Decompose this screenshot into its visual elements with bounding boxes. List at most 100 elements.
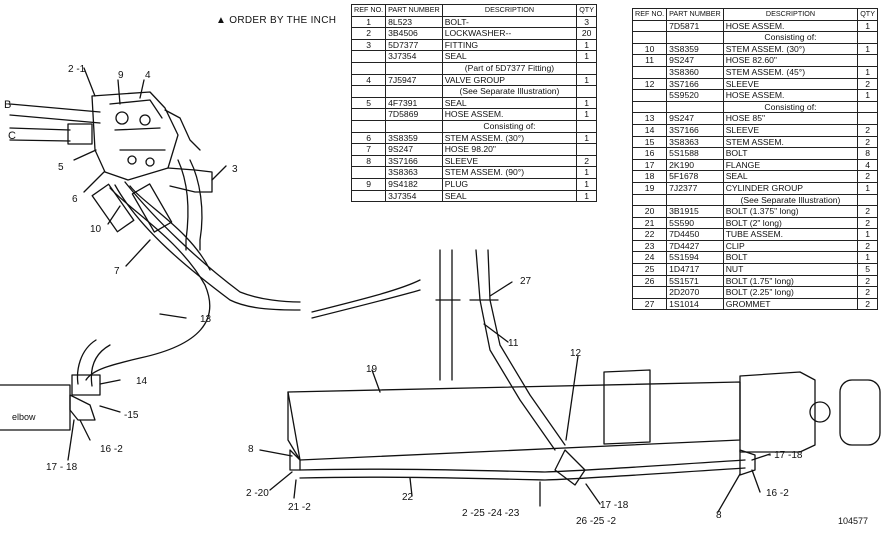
label-c: C: [8, 130, 16, 142]
description-cell: SEAL: [441, 96, 578, 110]
qty-cell: 2: [857, 205, 878, 218]
part-number-cell: 9S247: [666, 112, 724, 125]
ref-cell: 7: [350, 143, 387, 156]
ref-cell: [631, 193, 668, 207]
part-number-cell: 7D4450: [666, 228, 724, 241]
description-cell: PLUG: [441, 177, 578, 191]
qty-cell: 2: [576, 154, 597, 168]
ref-cell: 12: [631, 77, 668, 91]
description-cell: FLANGE: [722, 158, 859, 172]
part-number-cell: 3S8359: [385, 131, 443, 145]
ref-cell: 1: [350, 15, 387, 29]
description-cell: Consisting of:: [441, 119, 578, 133]
ref-cell: [631, 286, 668, 299]
description-cell: HOSE 98.20": [441, 143, 578, 156]
qty-cell: 1: [576, 177, 597, 191]
callout-7: 7: [114, 266, 120, 277]
part-number-cell: 5F1678: [666, 170, 724, 183]
callout-2-25-24-23: 2 -25 -24 -23: [462, 508, 520, 519]
part-number-cell: [666, 100, 724, 114]
ref-cell: 27: [631, 297, 668, 311]
callout-6: 6: [72, 194, 78, 205]
part-number-cell: 3S8363: [385, 166, 443, 179]
header-part: PART NUMBER: [385, 4, 443, 17]
qty-cell: [857, 54, 878, 67]
ref-cell: [631, 19, 668, 33]
callout-14: 14: [136, 376, 148, 387]
description-cell: HOSE ASSEM.: [722, 89, 859, 102]
parts-table-right: REF NO. PART NUMBER DESCRIPTION QTY 7D58…: [631, 8, 878, 311]
description-cell: SLEEVE: [722, 123, 859, 137]
callout-2-1: 2 -1: [68, 64, 86, 75]
part-number-cell: 5S1588: [666, 147, 724, 160]
description-cell: GROMMET: [722, 297, 859, 311]
table-row: (See Separate Illustration): [350, 85, 597, 98]
callout-12: 12: [570, 348, 582, 359]
ref-cell: 3: [350, 38, 387, 52]
ref-cell: [350, 50, 387, 63]
callout-19: 19: [366, 364, 378, 375]
qty-cell: [857, 112, 878, 125]
ref-cell: 9: [350, 177, 387, 191]
description-cell: HOSE ASSEM.: [441, 108, 578, 121]
part-number-cell: 9S247: [385, 143, 443, 156]
qty-cell: 2: [857, 274, 878, 288]
part-number-cell: 5S1594: [666, 251, 724, 265]
ref-cell: 13: [631, 112, 668, 125]
description-cell: BOLT (2.25" long): [722, 286, 859, 299]
header-desc: DESCRIPTION: [441, 4, 578, 17]
qty-cell: 1: [576, 50, 597, 63]
part-number-cell: 7D5869: [385, 108, 443, 121]
part-number-cell: 7D4427: [666, 239, 724, 253]
qty-cell: 1: [857, 19, 878, 33]
part-number-cell: [666, 193, 724, 207]
ref-cell: 21: [631, 216, 668, 230]
description-cell: SEAL: [441, 189, 578, 203]
header-qty: QTY: [576, 4, 597, 17]
description-cell: SEAL: [441, 50, 578, 63]
header-ref: REF NO.: [350, 4, 387, 17]
part-number-cell: 3S8359: [666, 42, 724, 56]
description-cell: VALVE GROUP: [441, 73, 578, 87]
callout-26-25-2: 26 -25 -2: [576, 516, 616, 527]
callout-11: 11: [508, 338, 519, 349]
description-cell: SLEEVE: [722, 77, 859, 91]
qty-cell: 5: [857, 263, 878, 276]
part-number-cell: 5S9520: [666, 89, 724, 102]
qty-cell: 8: [857, 147, 878, 160]
part-number-cell: 5D7377: [385, 38, 443, 52]
qty-cell: 1: [857, 65, 878, 79]
part-number-cell: 2D2070: [666, 286, 724, 299]
ref-cell: 16: [631, 147, 668, 160]
qty-cell: 1: [857, 181, 878, 195]
description-cell: (Part of 5D7377 Fitting): [441, 61, 578, 75]
ref-cell: 19: [631, 181, 668, 195]
description-cell: LOCKWASHER--: [441, 27, 578, 40]
qty-cell: 1: [576, 38, 597, 52]
qty-cell: 1: [857, 228, 878, 241]
